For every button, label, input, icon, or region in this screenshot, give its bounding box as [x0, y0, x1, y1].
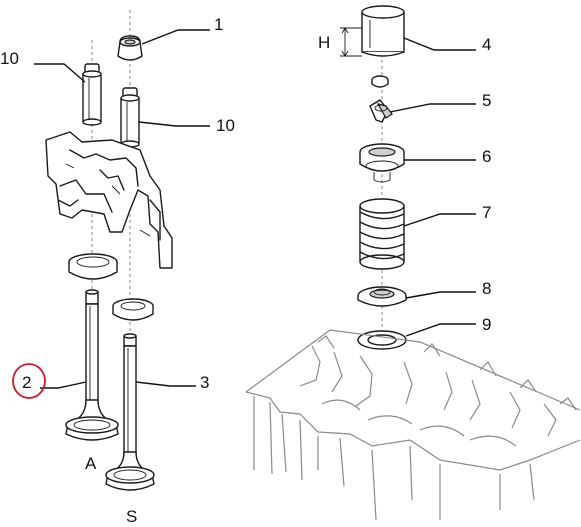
callout-8: 8 [482, 279, 491, 298]
part-10-guide-right [120, 87, 140, 148]
callout-4: 4 [482, 35, 491, 54]
part-2-intake-valve [65, 289, 119, 441]
part-1-cap [117, 35, 143, 61]
part-9-washer [357, 330, 407, 350]
highlight-circle [12, 363, 46, 399]
dimension-h-label: H [318, 33, 330, 52]
leader-3 [135, 381, 196, 387]
seal-right [112, 298, 154, 321]
part-7-spring [359, 198, 405, 270]
leader-1 [141, 29, 210, 45]
leader-lines [34, 29, 476, 389]
leader-5 [389, 103, 476, 113]
exhaust-label: S [126, 507, 137, 526]
leader-4 [403, 37, 476, 51]
callout-10-left: 10 [0, 49, 19, 68]
part-4-tappet [361, 5, 405, 57]
callout-5: 5 [482, 91, 491, 110]
callout-7: 7 [482, 203, 491, 222]
callout-3: 3 [200, 373, 209, 392]
intake-label: A [85, 454, 97, 473]
part-6-retainer [359, 143, 405, 183]
leader-8 [405, 291, 476, 299]
leader-7 [403, 213, 476, 227]
leader-9 [405, 323, 476, 337]
callout-1: 1 [214, 15, 223, 34]
cylinder-head-section [45, 131, 173, 269]
leader-2 [40, 381, 87, 389]
shim [371, 75, 389, 88]
seal-left [68, 253, 118, 280]
left-assembly [45, 10, 173, 491]
callout-2: 2 [22, 373, 31, 392]
part-3-exhaust-valve [105, 333, 155, 491]
callout-6: 6 [482, 147, 491, 166]
part-10-guide-left [82, 63, 102, 126]
callout-labels: 1 2 3 4 5 6 7 8 9 10 10 H A S [0, 15, 491, 526]
part-5-cotters [369, 99, 393, 123]
right-assembly [245, 5, 581, 521]
callout-9: 9 [482, 315, 491, 334]
dimension-h [340, 27, 362, 57]
leader-10b [138, 121, 210, 127]
cylinder-head [245, 329, 581, 521]
callout-10-right: 10 [216, 116, 235, 135]
leader-10a [34, 63, 86, 83]
part-8-seat [357, 286, 407, 307]
